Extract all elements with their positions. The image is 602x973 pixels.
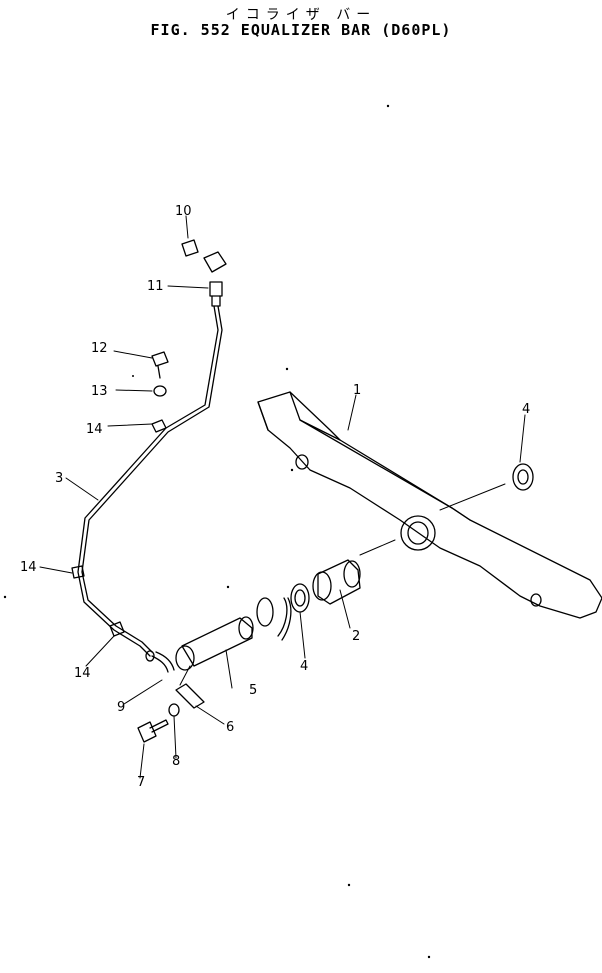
callout-9: 9 [117,700,125,715]
clamp-lower [109,621,125,637]
washer [168,703,180,717]
clamp-middle [71,565,85,579]
callout-1: 1 [353,383,361,398]
figure-title: FIG. 552 EQUALIZER BAR (D60PL) [150,21,452,39]
callout-6: 6 [226,720,234,735]
callout-11: 11 [147,279,164,294]
callout-4-upper: 4 [522,402,530,417]
elbow [145,650,175,673]
callout-4-lower: 4 [300,659,308,674]
seal-upper [512,463,534,491]
callout-7: 7 [137,775,145,790]
grease-fitting [181,239,199,257]
callout-14-lower: 14 [74,666,91,681]
cap [203,251,227,273]
bushing [312,559,361,605]
callout-8: 8 [172,754,180,769]
washer-13 [153,385,167,397]
seal-lower [290,583,310,613]
callout-5: 5 [249,683,257,698]
fitting [209,281,223,307]
callout-12: 12 [91,341,108,356]
lubrication-tube [77,305,223,657]
equalizer-bar [257,391,602,619]
ring [256,597,292,641]
callout-14-upper: 14 [86,422,103,437]
clamp-upper [151,419,167,433]
callout-3: 3 [55,471,63,486]
callout-14-middle: 14 [20,560,37,575]
figure-title-japanese: イコライザ バー [225,7,377,23]
callout-labels: 1 2 3 4 4 5 6 7 8 9 10 11 12 13 14 14 14 [20,204,530,790]
scan-specks [3,104,431,959]
callout-10: 10 [175,204,192,219]
bolt-12 [151,351,169,379]
pin [175,616,254,671]
callout-2: 2 [352,629,360,644]
callout-13: 13 [91,384,108,399]
plate [175,683,205,709]
bolt [137,719,169,743]
leader-lines [39,215,526,779]
